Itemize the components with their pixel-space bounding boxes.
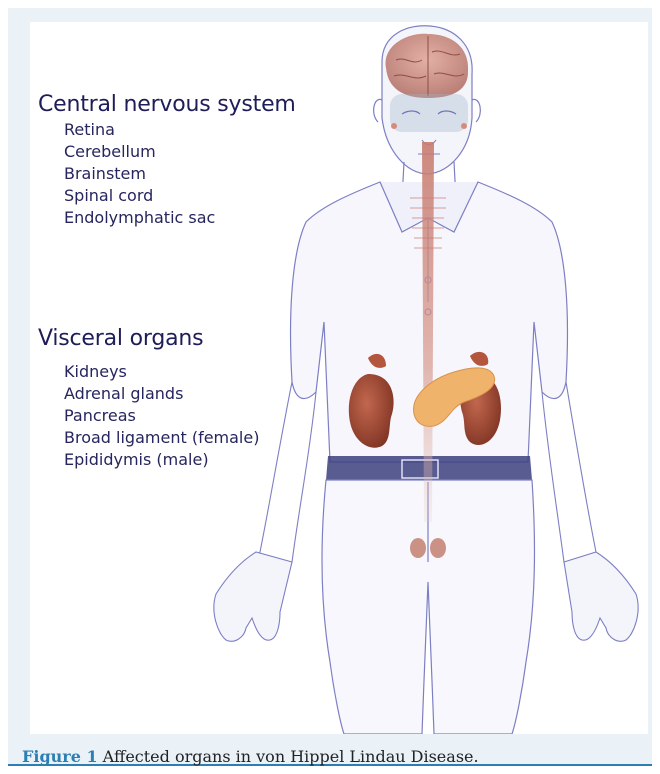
cns-item-endolymphatic-sac: Endolymphatic sac [64,208,215,227]
visceral-item-kidneys: Kidneys [64,362,127,381]
cns-item-spinal-cord: Spinal cord [64,186,153,205]
visceral-item-pancreas: Pancreas [64,406,136,425]
visceral-item-adrenal-glands: Adrenal glands [64,384,183,403]
brain-icon [386,34,469,98]
cns-heading: Central nervous system [38,92,296,117]
cns-item-brainstem: Brainstem [64,164,146,183]
visceral-item-epididymis: Epididymis (male) [64,450,209,469]
caption-text: Affected organs in von Hippel Lindau Dis… [103,747,479,766]
caption-label: Figure 1 [22,747,98,766]
spinal-cord-icon [422,142,434,522]
visceral-heading: Visceral organs [38,326,203,351]
illustration-panel: Central nervous system Retina Cerebellum… [30,22,648,734]
cns-item-retina: Retina [64,120,115,139]
figure-caption: Figure 1 Affected organs in von Hippel L… [22,747,479,766]
cns-item-cerebellum: Cerebellum [64,142,156,161]
visceral-item-broad-ligament: Broad ligament (female) [64,428,259,447]
figure: Central nervous system Retina Cerebellum… [8,8,652,766]
